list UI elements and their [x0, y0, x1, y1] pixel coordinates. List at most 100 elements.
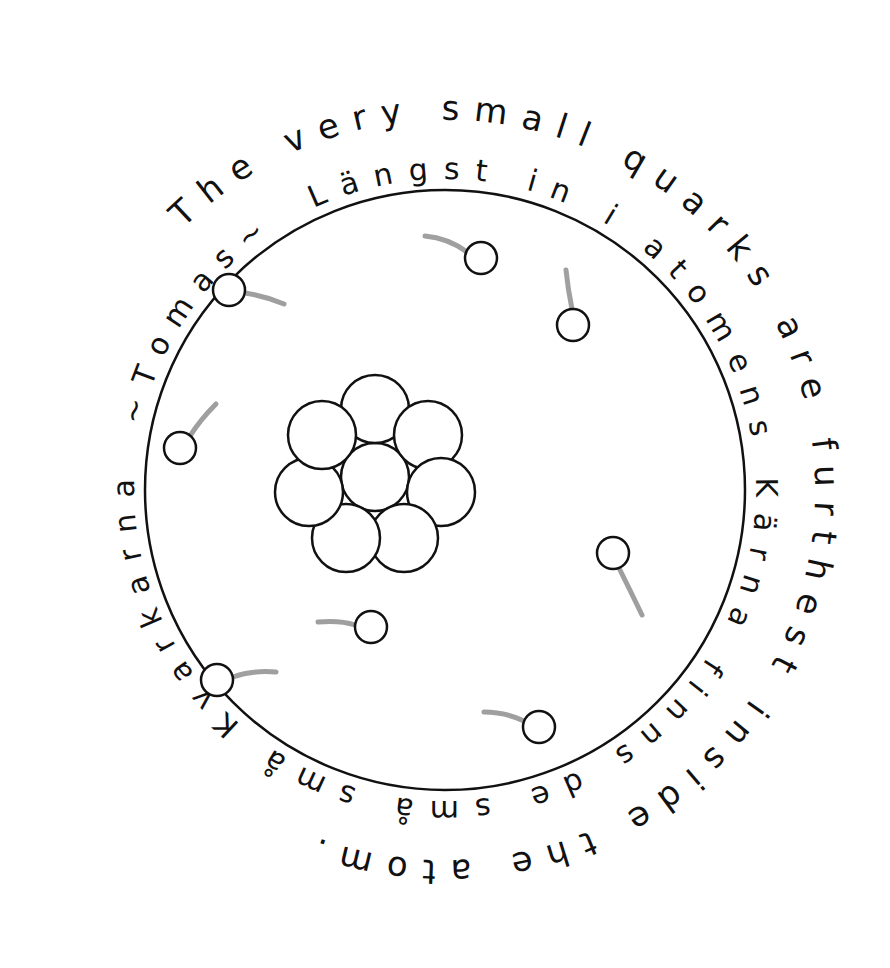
- electron-tail: [318, 621, 355, 625]
- letter: q: [618, 139, 654, 179]
- letter: [237, 730, 263, 760]
- letter: m: [701, 306, 742, 346]
- letter: ä: [336, 167, 363, 201]
- letter: å: [393, 792, 415, 824]
- letter: [711, 633, 742, 656]
- letter: [366, 787, 382, 818]
- letter: o: [141, 330, 176, 360]
- letter: ~: [116, 395, 151, 427]
- letter: [415, 91, 428, 126]
- letter: l: [552, 109, 571, 144]
- letter: n: [735, 571, 769, 598]
- letter: t: [422, 855, 437, 890]
- letter: o: [681, 277, 716, 310]
- letter: ~: [231, 215, 269, 254]
- letter: t: [474, 156, 489, 187]
- letter: m: [335, 841, 375, 882]
- letter: e: [528, 779, 555, 813]
- letter: e: [509, 845, 536, 883]
- letter: a: [722, 603, 757, 632]
- electron-tail: [566, 270, 572, 309]
- electron: [465, 242, 497, 274]
- letter: e: [623, 798, 658, 838]
- letter: i: [683, 675, 712, 700]
- letter: [601, 815, 626, 850]
- electron: [164, 432, 196, 464]
- electron: [523, 711, 555, 743]
- letter: e: [222, 148, 258, 188]
- letter: [504, 788, 520, 819]
- electron: [597, 537, 629, 569]
- letter: d: [652, 778, 690, 818]
- letter: u: [810, 464, 845, 487]
- letter: m: [473, 92, 510, 130]
- letter: t: [807, 529, 842, 546]
- letter: [803, 409, 838, 426]
- letter: [254, 134, 279, 169]
- letter: [754, 675, 789, 702]
- letter: s: [208, 241, 240, 274]
- letter: [485, 852, 500, 887]
- electron-tail: [484, 712, 524, 721]
- letter: r: [148, 633, 180, 658]
- letter: r: [702, 207, 736, 241]
- letter: s: [441, 91, 459, 125]
- letter: a: [676, 182, 714, 221]
- letter: s: [742, 258, 780, 292]
- letter: r: [744, 545, 776, 563]
- electron-tail: [233, 672, 276, 677]
- letter: h: [191, 169, 229, 209]
- letter: e: [312, 107, 342, 146]
- electron: [355, 611, 387, 643]
- letter: s: [611, 739, 641, 773]
- letter: a: [450, 854, 472, 889]
- letter: ä: [748, 512, 780, 533]
- letter: n: [635, 717, 669, 752]
- letter: i: [524, 166, 540, 197]
- letter: s: [474, 793, 493, 825]
- letter: h: [800, 555, 838, 583]
- electrons: [164, 242, 629, 743]
- letter: k: [133, 604, 167, 632]
- letter: t: [576, 826, 601, 863]
- electron-tail: [190, 404, 216, 436]
- letter: r: [348, 99, 369, 135]
- letter: r: [785, 344, 822, 369]
- letter: s: [779, 622, 817, 651]
- letter: [590, 755, 613, 786]
- letter: v: [185, 683, 219, 716]
- letter: k: [721, 229, 760, 266]
- letter: i: [599, 200, 622, 230]
- letter: m: [157, 291, 198, 332]
- letter: s: [334, 779, 358, 812]
- letter: n: [661, 693, 696, 727]
- letter: e: [722, 348, 757, 377]
- letter: m: [430, 796, 459, 826]
- letter: s: [444, 154, 460, 184]
- letter: u: [648, 159, 685, 199]
- letter: y: [378, 93, 403, 130]
- letter: [619, 214, 644, 244]
- letter: f: [697, 655, 728, 680]
- letter: a: [121, 572, 155, 598]
- electron-tail: [425, 236, 467, 252]
- letter: å: [259, 745, 291, 780]
- electron: [557, 309, 589, 341]
- letter: L: [304, 178, 331, 212]
- letter: s: [698, 741, 735, 778]
- letter: a: [639, 230, 673, 265]
- letter: a: [519, 99, 547, 137]
- letter: o: [384, 851, 409, 887]
- electron-tail: [619, 568, 642, 615]
- letter: v: [278, 119, 310, 158]
- letter: t: [767, 651, 803, 678]
- letter: g: [407, 154, 429, 185]
- letter: [500, 160, 515, 191]
- letter: n: [735, 382, 769, 409]
- letter: e: [794, 373, 832, 402]
- letter: [596, 127, 620, 162]
- electron-tail: [245, 293, 284, 304]
- letter: .: [309, 833, 330, 869]
- letter: n: [110, 512, 142, 534]
